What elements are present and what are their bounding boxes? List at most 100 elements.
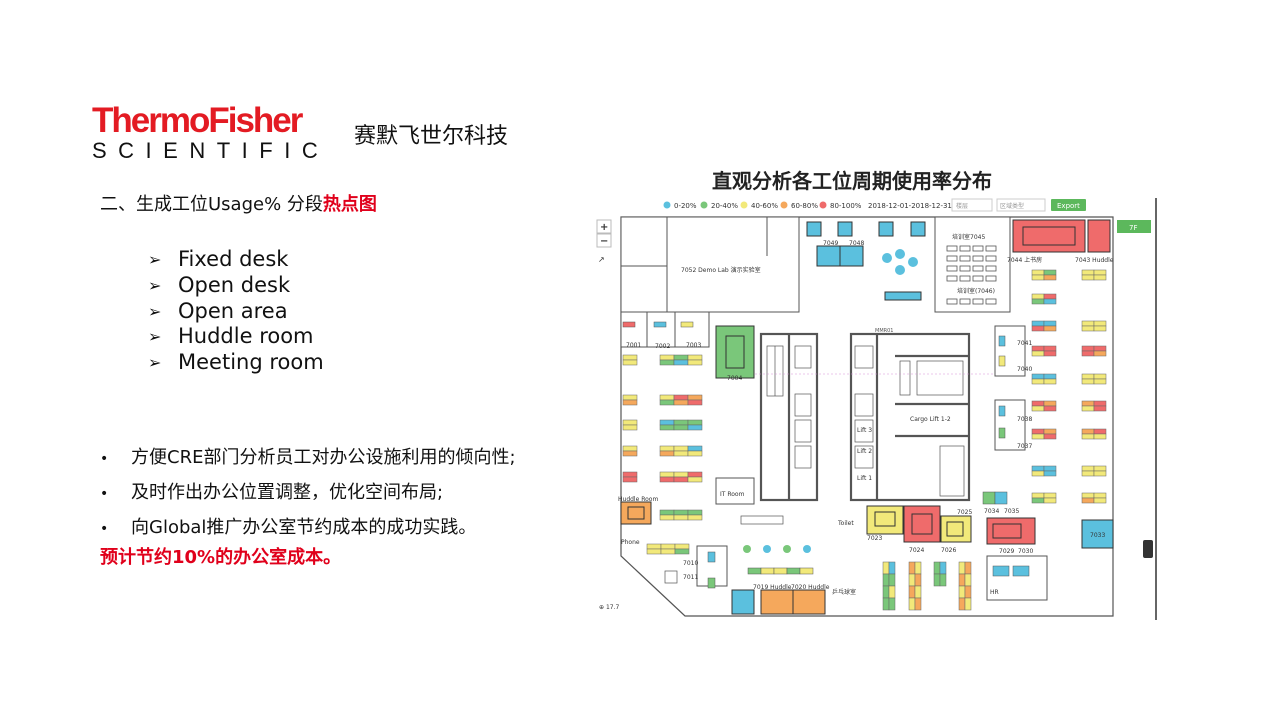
legend-label: 0-20% [674,202,697,210]
workspace-type-label: Open area [178,298,288,323]
benefit-text: 方便CRE部门分析员工对办公设施利用的倾向性; [131,447,516,468]
room-7019[interactable] [760,589,794,615]
room-huddle[interactable] [620,501,652,525]
export-button[interactable] [1051,199,1086,211]
legend: 0-20% 20-40% 40-60% 60-80% 80-100% [663,201,862,210]
room-7023[interactable] [866,505,904,535]
legend-label: 40-60% [751,202,778,210]
open-area-seat[interactable] [743,545,751,553]
desk-cluster-right[interactable] [1031,269,1107,504]
section-title: 二、生成工位Usage% 分段热点图 [100,190,377,216]
zoom-out-button[interactable] [596,233,612,248]
room-label: 7044 上书房 [1007,256,1042,264]
open-area-seat[interactable] [882,253,892,263]
open-area-seat[interactable] [895,249,905,259]
floor-7f-label: 7F [1129,224,1137,232]
room-7026[interactable] [940,515,972,543]
desk[interactable] [884,291,922,301]
desk[interactable] [910,221,926,237]
legend-swatch [663,201,671,209]
room-7033[interactable] [1081,519,1114,549]
room-label: 7041 [1017,340,1032,347]
room-label: MMR01 [875,328,893,334]
room-label: 7011 [683,574,698,581]
desk[interactable] [837,221,853,237]
room-label: 7001 [626,342,641,349]
workspace-type-item: ➢Huddle room [148,324,324,350]
room-label: 7029 [999,548,1014,555]
room-7044[interactable] [1012,219,1086,253]
legend-swatch [780,201,788,209]
floor-plan-panel: 0-20% 20-40% 40-60% 60-80% 80-100% 2018-… [595,196,1160,622]
room-label: 7026 [941,547,956,554]
floor-plan-svg: 0-20% 20-40% 40-60% 60-80% 80-100% 2018-… [596,198,1157,620]
room-label: 7033 [1090,532,1105,539]
export-button-label: Export [1057,202,1080,210]
desk[interactable] [878,221,894,237]
floor-filter-input[interactable] [951,198,993,212]
room-7029-7030[interactable] [986,517,1036,545]
room-label: Huddle Room [618,496,658,503]
benefit-item: •及时作出办公位置调整，优化空间布局; [100,476,516,511]
workspace-type-item: ➢Meeting room [148,350,324,376]
room-label: 7020 Huddle [791,584,830,591]
desk-cluster-left[interactable] [622,354,703,555]
workspace-type-list: ➢Fixed desk ➢Open desk ➢Open area ➢Huddl… [148,247,324,376]
desk-cluster-bottom[interactable] [882,561,972,611]
room-label: Phone [621,539,640,546]
workspace-type-item: ➢ Open area [148,299,324,325]
room-7020[interactable] [792,589,826,615]
arrow-bullet-icon: ➢ [148,301,162,321]
room-label: Toilet [837,520,854,527]
zoom-in-button[interactable] [596,219,612,234]
desk[interactable] [806,221,822,237]
open-area-seat[interactable] [895,265,905,275]
room-training [934,216,1011,313]
benefit-list: •方便CRE部门分析员工对办公设施利用的倾向性; •及时作出办公位置调整，优化空… [100,441,516,546]
room-label: Lift 3 [857,427,872,434]
room-label: 7002 [655,343,670,350]
benefit-item: •方便CRE部门分析员工对办公设施利用的倾向性; [100,441,516,476]
room-label: 7048 [849,240,864,247]
map-title: 直观分析各工位周期使用率分布 [712,169,992,193]
logo-subtitle: SCIENTIFIC [92,138,330,163]
room-label: Lift 1 [857,475,872,482]
date-range[interactable]: 2018-12-01-2018-12-31 [868,202,952,210]
room-label: Lift 2 [857,448,872,455]
bullet-dot-icon: • [100,486,109,502]
side-handle-icon[interactable] [1143,540,1153,558]
zoom-in-icon: + [600,222,608,233]
open-area-seat[interactable] [783,545,791,553]
legend-swatch [819,201,827,209]
room-7024[interactable] [903,505,941,543]
legend-label: 60-80% [791,202,818,210]
zoom-out-icon: − [600,236,608,247]
room-label: 7038 [1017,416,1032,423]
workspace-type-item: ➢Open desk [148,273,324,299]
room-demo-lab [620,216,800,313]
room-label: 7035 [1004,508,1019,515]
benefit-item: •向Global推广办公室节约成本的成功实践。 [100,511,516,546]
area-type-filter-input[interactable] [996,198,1046,212]
floor-7f-button[interactable] [1117,220,1151,233]
section-title-prefix: 二、生成工位Usage% 分段 [100,194,323,215]
arrow-bullet-icon: ➢ [148,250,162,269]
company-name-cn: 赛默飞世尔科技 [354,124,509,149]
room-label: Cargo Lift 1-2 [910,416,951,423]
legend-label: 20-40% [711,202,738,210]
legend-swatch [700,201,708,209]
arrow-bullet-icon: ➢ [148,275,162,295]
arrow-bullet-icon: ➢ [148,327,162,347]
open-area-seat[interactable] [763,545,771,553]
open-area-seat[interactable] [908,257,918,267]
legend-label: 80-100% [830,202,862,210]
room-label: 培训室(7046) [957,287,995,295]
thermofisher-logo: ThermoFisher SCIENTIFIC [92,101,338,163]
logo-wordmark: ThermoFisher [92,101,303,140]
room-label: 7003 [686,342,701,349]
room-7004[interactable] [715,325,755,379]
open-area-seat[interactable] [803,545,811,553]
room-label: 7030 [1018,548,1033,555]
section-title-highlight: 热点图 [322,194,377,215]
room-7043[interactable] [1087,219,1111,253]
